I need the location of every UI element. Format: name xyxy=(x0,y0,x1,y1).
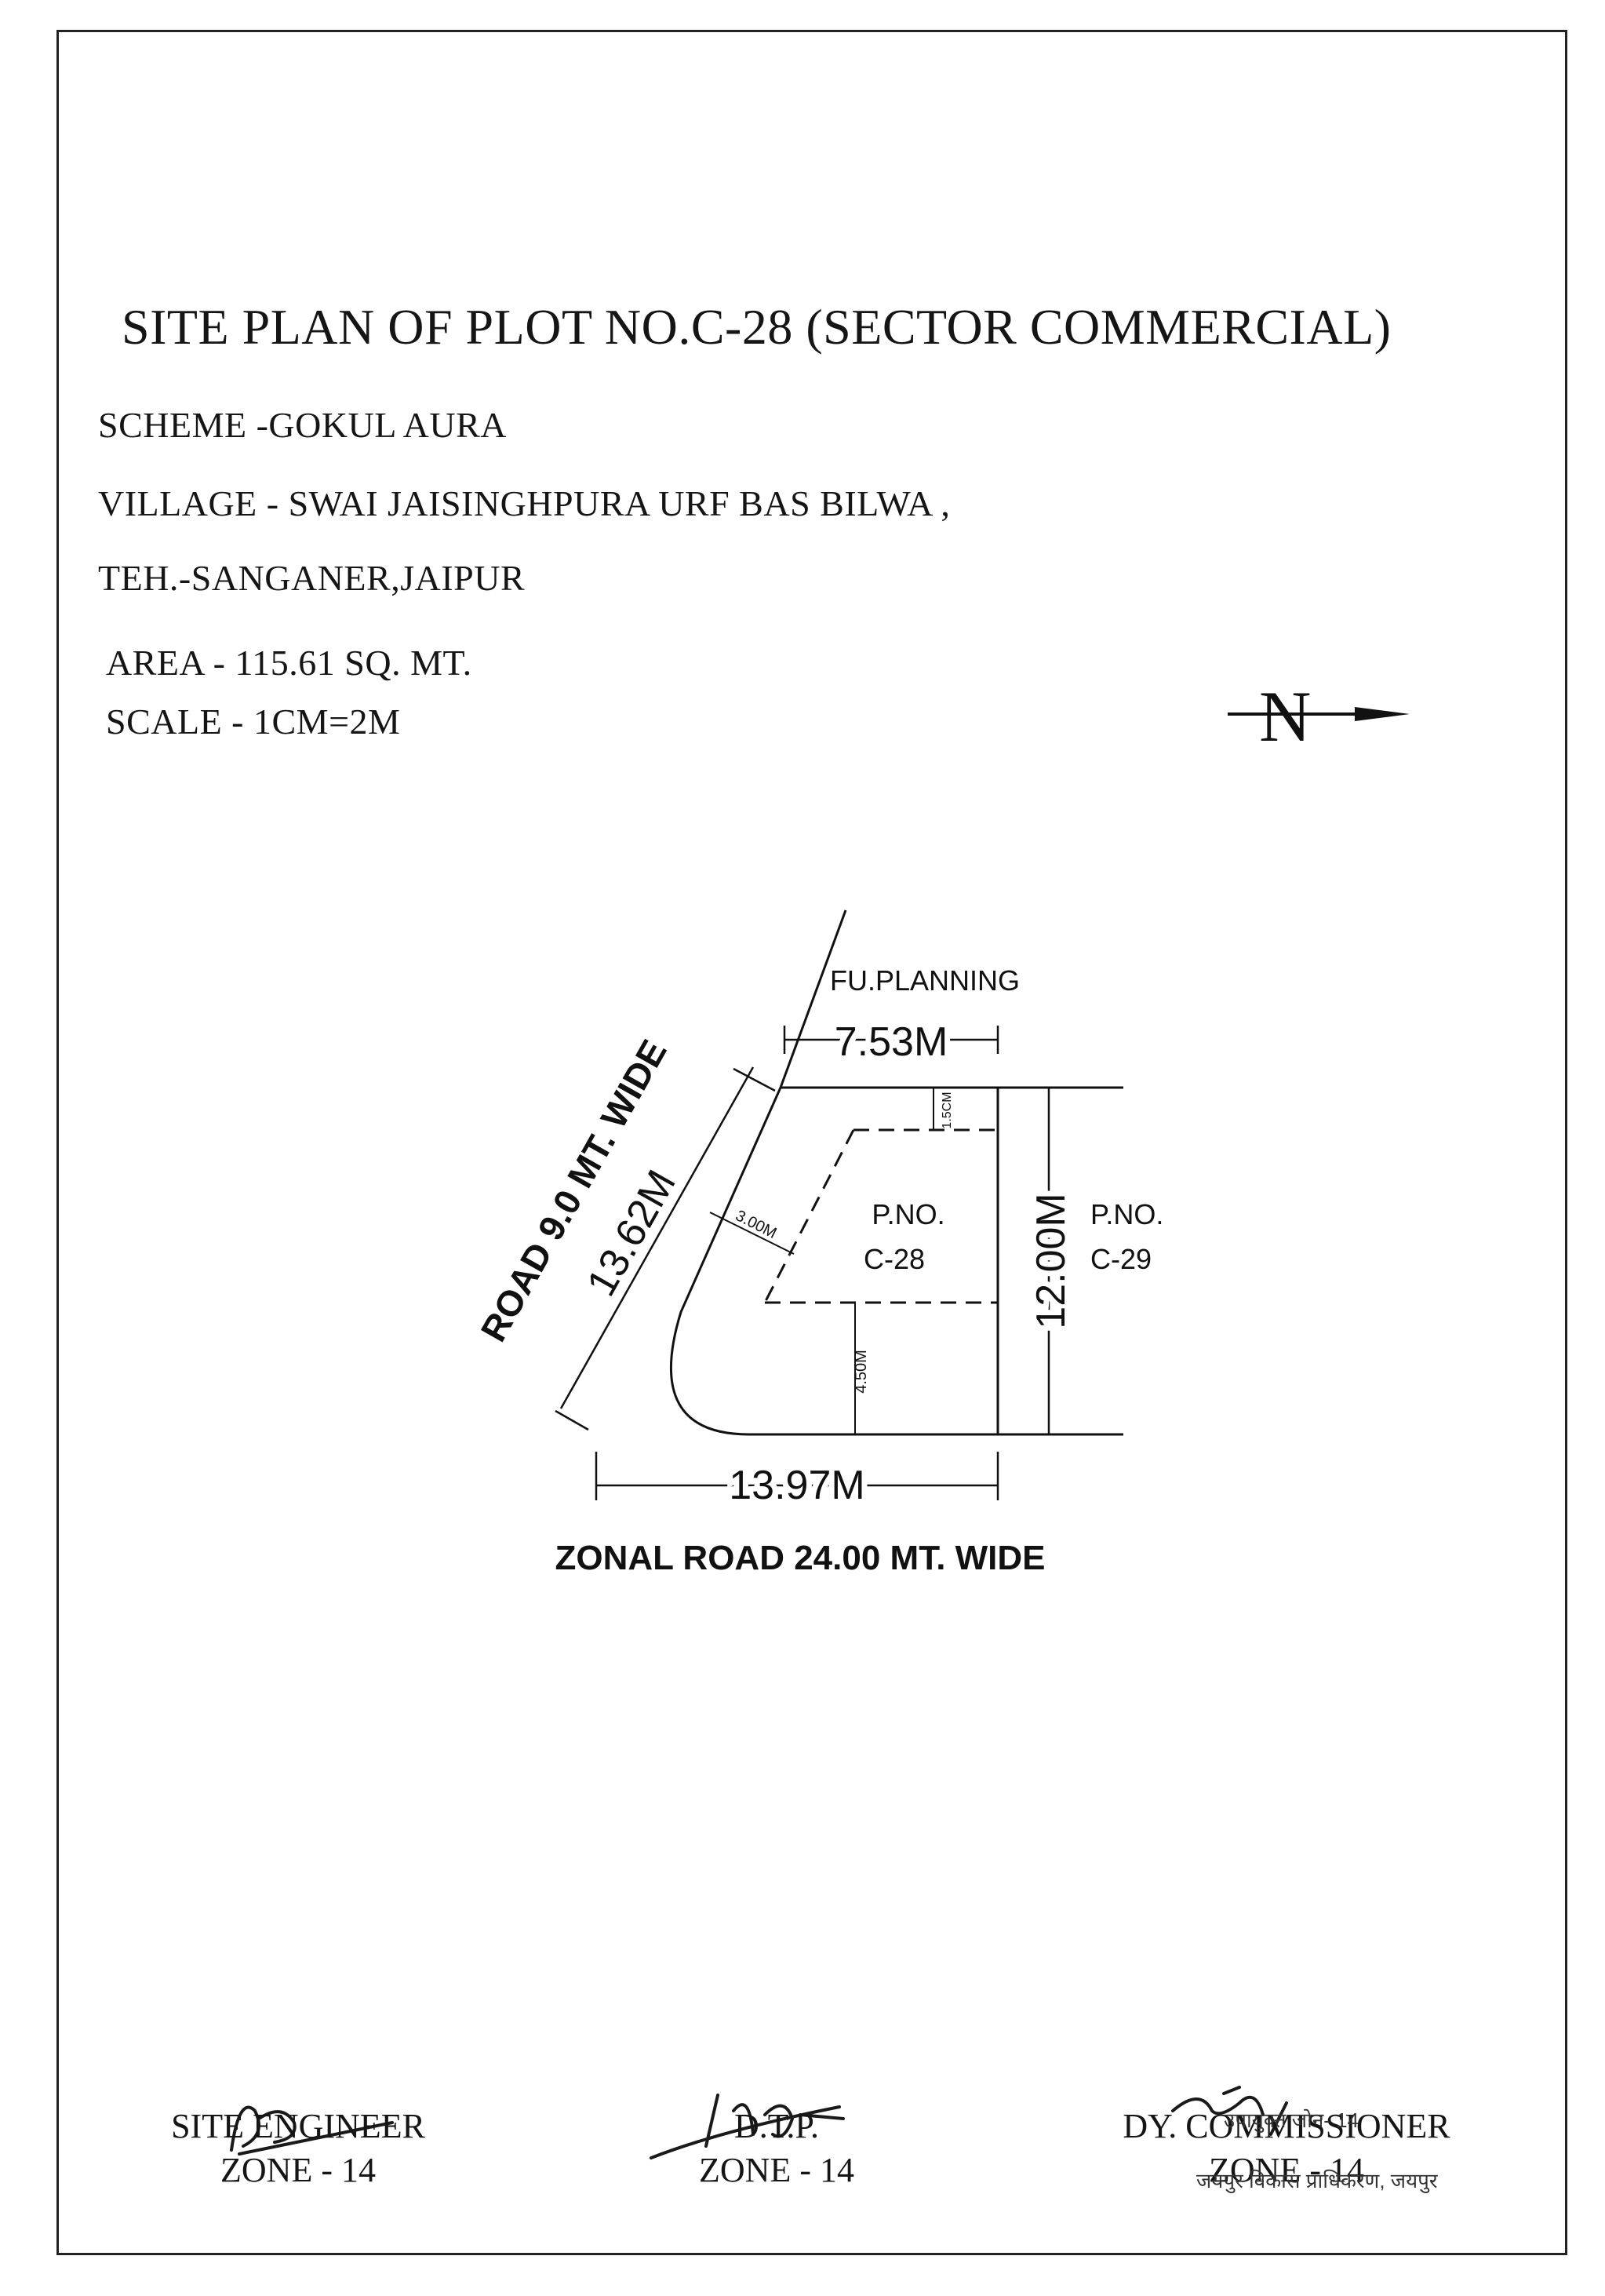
page-title: SITE PLAN OF PLOT NO.C-28 (SECTOR COMMER… xyxy=(122,299,1392,355)
signature-site-engineer xyxy=(230,2105,394,2156)
setback-top-label: 1.5CM xyxy=(941,1092,954,1128)
plot-label-1: P.NO. xyxy=(872,1198,944,1230)
site-engineer-title: SITE ENGINEER xyxy=(171,2107,425,2145)
north-arrow: N xyxy=(1220,675,1416,761)
signature-block-dy-commissioner: DY. COMMISSIONER ZONE - 14 xyxy=(1083,2105,1490,2192)
dim-diagonal-line xyxy=(559,1066,755,1409)
signature-dy-commissioner xyxy=(1171,2086,1288,2136)
site-engineer-zone: ZONE - 14 xyxy=(220,2151,376,2189)
setback-diag-dim xyxy=(709,1212,795,1255)
village-text: VILLAGE - SWAI JAISINGHPURA URF BAS BILW… xyxy=(98,483,951,523)
dtp-zone: ZONE - 14 xyxy=(699,2151,854,2189)
scale-text: SCALE - 1CM=2M xyxy=(106,702,401,742)
setback-bottom-label: 4.50M xyxy=(853,1350,870,1394)
dim-right-label: 12.00M xyxy=(1028,1193,1074,1328)
signature-block-site-engineer: SITE ENGINEER ZONE - 14 xyxy=(141,2105,455,2192)
dim-bottom-label: 13.97M xyxy=(729,1463,864,1508)
zonal-road-label: ZONAL ROAD 24.00 MT. WIDE xyxy=(555,1539,1045,1577)
neighbor-label-1: P.NO. xyxy=(1090,1198,1163,1230)
signature-dtp xyxy=(650,2094,845,2159)
scheme-text: SCHEME -GOKUL AURA xyxy=(98,405,507,445)
setback-line xyxy=(763,1128,998,1304)
dy-commissioner-zone: ZONE - 14 xyxy=(1209,2151,1364,2189)
area-text: AREA - 115.61 SQ. MT. xyxy=(106,643,472,683)
dy-commissioner-title: DY. COMMISSIONER xyxy=(1123,2107,1450,2145)
dim-top-label: 7.53M xyxy=(835,1019,948,1065)
plot-boundary-curve xyxy=(670,1087,1123,1436)
north-letter: N xyxy=(1259,676,1312,756)
road-edge-line xyxy=(779,909,847,1088)
fu-planning-label: FU.PLANNING xyxy=(830,964,1020,997)
dtp-title: D.T.P. xyxy=(734,2107,819,2145)
page-border xyxy=(56,30,1567,2255)
setback-diag-label: 3.00M xyxy=(733,1207,780,1242)
tehsil-text: TEH.-SANGANER,JAIPUR xyxy=(98,558,526,598)
stamp-line-1: उपायुक्त जोन- 14 xyxy=(1224,2108,1359,2132)
stamp-line-2: जयपुर विकास प्राधिकरण, जयपुर xyxy=(1196,2169,1438,2192)
plot-label-2: C-28 xyxy=(864,1243,925,1275)
signature-block-dtp: D.T.P. ZONE - 14 xyxy=(659,2105,894,2192)
north-arrow-icon xyxy=(1228,707,1410,721)
neighbor-label-2: C-29 xyxy=(1090,1243,1152,1275)
